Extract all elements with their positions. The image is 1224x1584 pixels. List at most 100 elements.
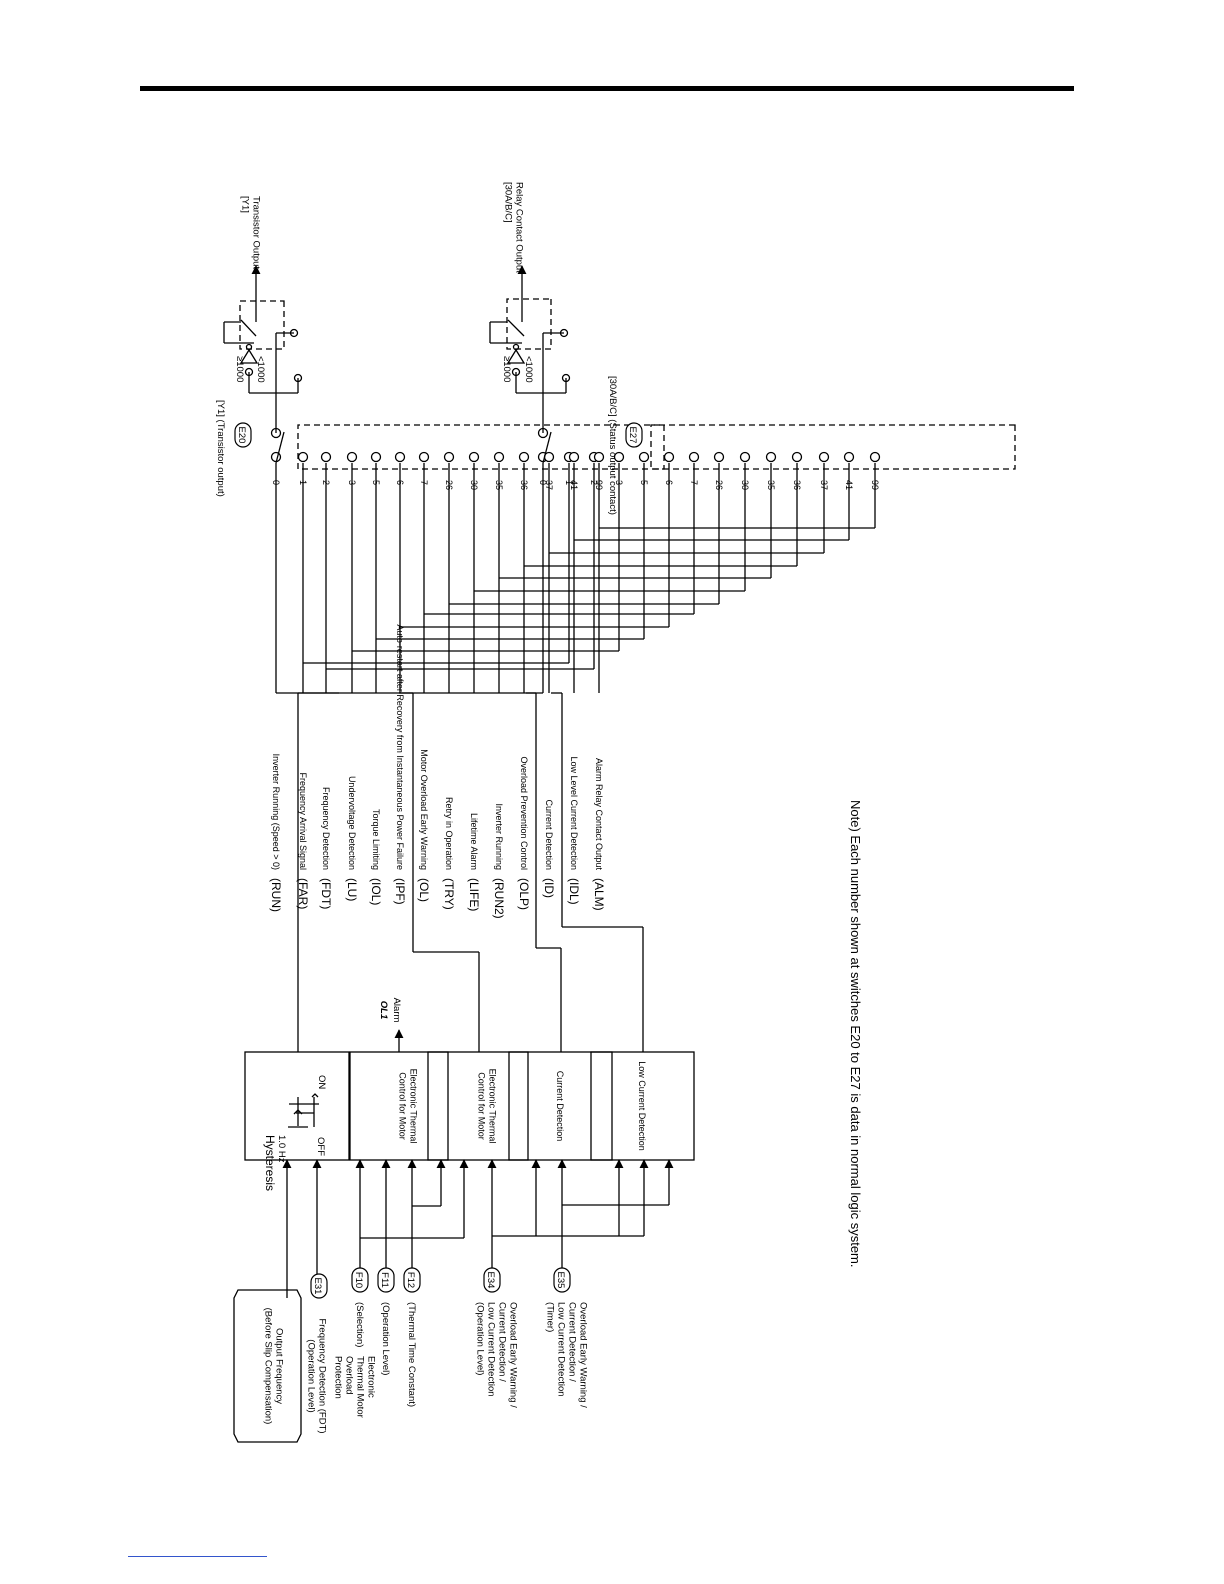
e27-switch-number: 30	[740, 480, 750, 490]
hysteresis-value: 1.0 Hz	[276, 1135, 287, 1163]
e27-terminal-lu	[613, 451, 625, 463]
e20-switch-number: 35	[494, 480, 504, 490]
signal-desc-lu: Undervoltage Detection	[347, 776, 357, 870]
e20-switch-number: 1	[298, 480, 308, 485]
r30-output-title: Relay Contact Output[30A/B/C]	[503, 182, 525, 273]
e20-switch-number: 36	[519, 480, 529, 490]
e20-terminal-fdt	[320, 451, 332, 463]
signal-code-life: (LIFE)	[467, 878, 481, 911]
signal-desc-olp: Overload Prevention Control	[519, 756, 529, 870]
e20-switch-number: 41	[569, 480, 579, 490]
signal-desc-try: Retry in Operation	[444, 797, 454, 870]
low-current-detection-label: Low Current Detection	[637, 1061, 647, 1151]
e27-switch-number: 5	[639, 480, 649, 485]
signal-code-idl: (IDL)	[567, 878, 581, 905]
y1-lt1000: <1000	[255, 356, 266, 383]
e20-switch-number: 99	[594, 480, 604, 490]
thermal1-label: Electronic ThermalControl for Motor	[398, 1069, 419, 1144]
fdt-level-label: Frequency Detection (FDT)(Operation Leve…	[306, 1318, 328, 1433]
e31-code: E31	[312, 1278, 323, 1295]
e20-terminal-try	[443, 451, 455, 463]
hysteresis-block	[244, 1051, 350, 1161]
y1-output-title: Transistor Output[Y1]	[240, 196, 262, 269]
e27-switch-number: 26	[714, 480, 724, 490]
signal-code-olp: (OLP)	[517, 878, 531, 910]
e20-terminal-life	[468, 451, 480, 463]
e20-switch-number: 37	[544, 480, 554, 490]
f12-code-badge	[403, 1267, 421, 1293]
e27-terminal-alm	[869, 451, 881, 463]
hysteresis-title: Hysteresis	[263, 1135, 277, 1191]
signal-desc-run2: Inverter Running	[494, 803, 504, 870]
signal-desc-life: Lifetime Alarm	[469, 813, 479, 870]
e20-switch-number: 0	[271, 480, 281, 485]
e20-terminal-olp	[518, 451, 530, 463]
signal-desc-far: Frequency Arrival Signal	[298, 772, 308, 870]
e27-switch-number: 1	[564, 480, 574, 485]
e34-label: Overload Early Warning /Current Detectio…	[475, 1302, 519, 1408]
header-rule	[140, 86, 1074, 91]
f10-code: F10	[353, 1272, 364, 1288]
e31-code-badge	[310, 1273, 328, 1299]
f10-code-badge	[351, 1267, 369, 1293]
f11-code: F11	[379, 1272, 390, 1288]
e27-switch-number: 35	[766, 480, 776, 490]
e27-code-badge	[625, 422, 643, 448]
alarm-label: Alarm	[391, 998, 402, 1023]
e20-terminal-alm	[593, 451, 605, 463]
e34-code: E34	[485, 1272, 496, 1289]
y1-switch-box	[297, 424, 665, 470]
thermal-control-block-2	[427, 1051, 529, 1161]
signal-desc-run: Inverter Running (Speed > 0)	[271, 754, 281, 870]
e27-switch-number: 99	[870, 480, 880, 490]
r30-relay-box	[506, 298, 552, 350]
e20-terminal-iol	[370, 451, 382, 463]
e20-switch-number: 6	[395, 480, 405, 485]
thermal2-label: Electronic ThermalControl for Motor	[477, 1069, 498, 1144]
e20-switch-number: 30	[469, 480, 479, 490]
e27-terminal-run2	[765, 451, 777, 463]
e20-terminal-run	[270, 451, 282, 463]
diagram-note: Note) Each number shown at switches E20 …	[848, 800, 863, 1268]
f12-label: (Thermal Time Constant)	[406, 1302, 417, 1407]
signal-code-far: (FAR)	[296, 878, 310, 909]
e20-switch-number: 3	[347, 480, 357, 485]
e20-terminal-far	[297, 451, 309, 463]
e27-terminal-ol	[688, 451, 700, 463]
alarm-code: OL1	[378, 1001, 389, 1019]
signal-desc-fdt: Frequency Detection	[321, 787, 331, 870]
e27-terminal-idl	[843, 451, 855, 463]
e20-terminal-run2	[493, 451, 505, 463]
e35-label: Overload Early Warning /Current Detectio…	[545, 1302, 589, 1408]
e27-terminal-id	[818, 451, 830, 463]
signal-desc-ol: Motor Overload Early Warning	[419, 749, 429, 870]
signal-desc-alm: Alarm Relay Contact Output	[594, 758, 604, 871]
r30-inverter-icon	[506, 348, 526, 364]
r30-switch-label: [30A/B/C] (Status output contact)	[607, 376, 618, 515]
e35-code: E35	[555, 1272, 566, 1289]
footer-link-rule	[128, 1556, 267, 1557]
e27-terminal-olp	[791, 451, 803, 463]
e20-terminal-ol	[418, 451, 430, 463]
f12-code: F12	[405, 1272, 416, 1288]
e27-switch-number: 36	[792, 480, 802, 490]
e27-switch-number: 41	[844, 480, 854, 490]
e27-switch-number: 37	[819, 480, 829, 490]
y1-inverter-icon	[239, 348, 259, 364]
signal-code-iol: (IOL)	[369, 878, 383, 905]
e27-switch-number: 3	[614, 480, 624, 485]
y1-relay-box	[239, 300, 285, 350]
e35-code-badge	[553, 1267, 571, 1293]
e20-code-badge	[234, 422, 252, 448]
e20-code: E20	[236, 427, 247, 444]
current-detection-label: Current Detection	[555, 1071, 565, 1142]
f11-label: (Operation Level)	[380, 1302, 391, 1375]
e27-terminal-life	[739, 451, 751, 463]
e27-terminal-ipf	[663, 451, 675, 463]
y1-ge1000: ≥1000	[234, 356, 245, 382]
output-frequency-label: Output Frequency(Before Slip Compensatio…	[263, 1308, 285, 1425]
e20-switch-number: 7	[419, 480, 429, 485]
signal-code-run2: (RUN2)	[492, 878, 506, 919]
r30-ge1000: ≥1000	[501, 356, 512, 382]
signal-desc-id: Current Detection	[544, 799, 554, 870]
